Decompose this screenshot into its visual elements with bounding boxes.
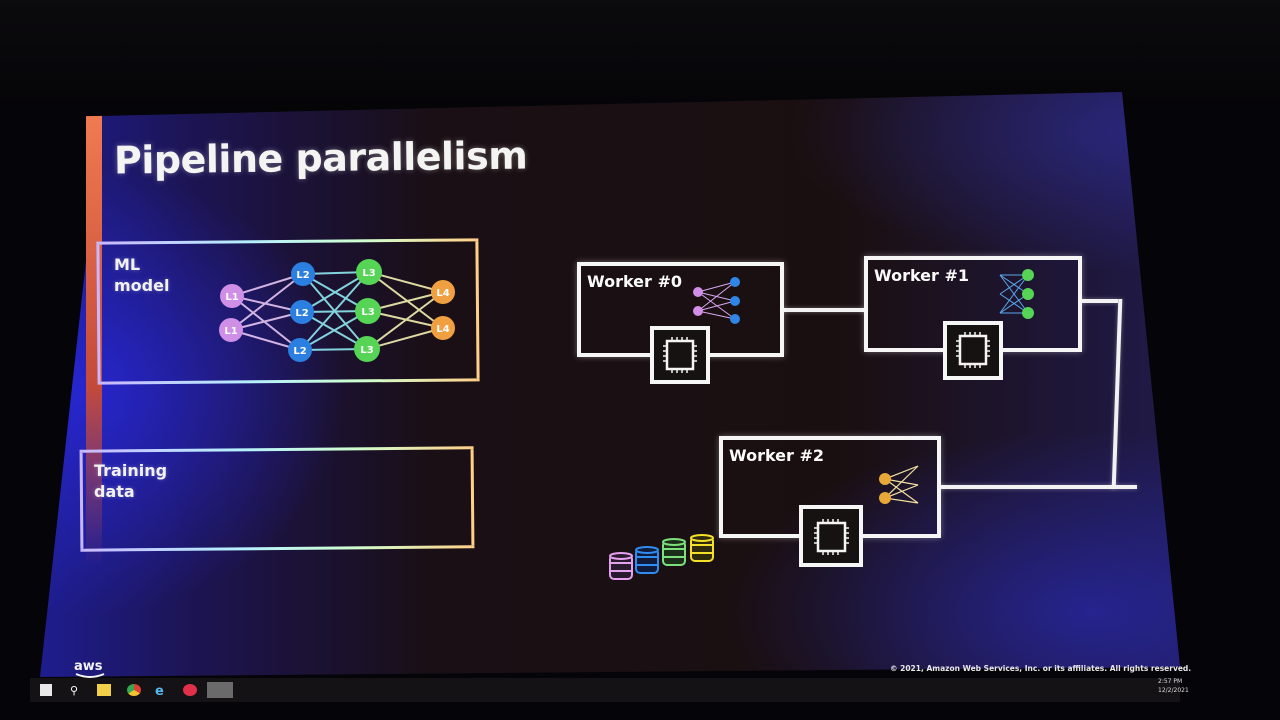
presentation-app-icon[interactable] xyxy=(207,682,233,698)
training-data-label: Training data xyxy=(94,460,167,502)
windows-taskbar xyxy=(30,678,1180,702)
aws-logo: aws xyxy=(74,659,103,674)
worker-0-mini-network xyxy=(693,277,740,324)
training-data-label-line2: data xyxy=(94,482,135,501)
aws-smile-icon xyxy=(75,673,105,678)
worker-2-mini-network xyxy=(879,465,919,504)
worker-0-label: Worker #0 xyxy=(587,272,683,291)
training-data-label-line1: Training xyxy=(94,461,168,480)
svg-text:L1: L1 xyxy=(224,326,237,337)
svg-text:L4: L4 xyxy=(436,288,449,299)
svg-text:L2: L2 xyxy=(296,270,309,281)
worker-2-chip-icon xyxy=(799,505,863,567)
layer-l1-nodes: L1 L1 xyxy=(219,284,244,342)
data-stack-3-icon xyxy=(662,538,686,566)
taskbar-date[interactable]: 12/2/2021 xyxy=(1158,687,1189,694)
svg-text:L1: L1 xyxy=(225,292,238,303)
svg-text:L2: L2 xyxy=(295,308,308,319)
chrome-icon[interactable] xyxy=(127,684,141,696)
internet-explorer-icon[interactable]: e xyxy=(155,684,164,699)
link-worker2-right xyxy=(939,485,1137,489)
taskbar-time[interactable]: 2:57 PM xyxy=(1158,678,1183,685)
room-background xyxy=(0,0,1280,110)
svg-text:L3: L3 xyxy=(360,345,373,356)
link-worker1-right xyxy=(1080,299,1118,303)
slide xyxy=(40,92,1180,677)
data-stack-1-icon xyxy=(609,552,633,580)
cpu-chip-icons xyxy=(663,332,990,555)
windows-start-icon[interactable] xyxy=(40,684,52,696)
layer-l4-nodes: L4 L4 xyxy=(431,280,455,340)
worker-2-label: Worker #2 xyxy=(729,446,825,465)
file-explorer-icon[interactable] xyxy=(97,684,111,696)
worker-0-chip-icon xyxy=(650,326,710,384)
svg-text:L3: L3 xyxy=(362,268,375,279)
ml-model-label: ML model xyxy=(114,254,169,296)
copyright-notice: © 2021, Amazon Web Services, Inc. or its… xyxy=(890,664,1192,673)
ml-model-label-line2: model xyxy=(114,276,170,295)
svg-text:L2: L2 xyxy=(293,346,306,357)
svg-text:L3: L3 xyxy=(361,307,374,318)
layer-l2-nodes: L2 L2 L2 xyxy=(288,262,315,362)
app-red-icon[interactable] xyxy=(183,684,197,696)
worker-1-mini-network xyxy=(999,269,1034,319)
layer-l3-nodes: L3 L3 L3 xyxy=(354,259,382,362)
data-stack-4-icon xyxy=(690,534,714,562)
worker-1-chip-icon xyxy=(943,321,1003,380)
ml-model-label-line1: ML xyxy=(114,255,141,274)
data-stack-2-icon xyxy=(635,546,659,574)
link-worker0-worker1 xyxy=(782,308,866,312)
worker-1-label: Worker #1 xyxy=(874,266,970,285)
search-icon[interactable]: ⚲ xyxy=(70,684,79,697)
svg-text:L4: L4 xyxy=(436,324,449,335)
